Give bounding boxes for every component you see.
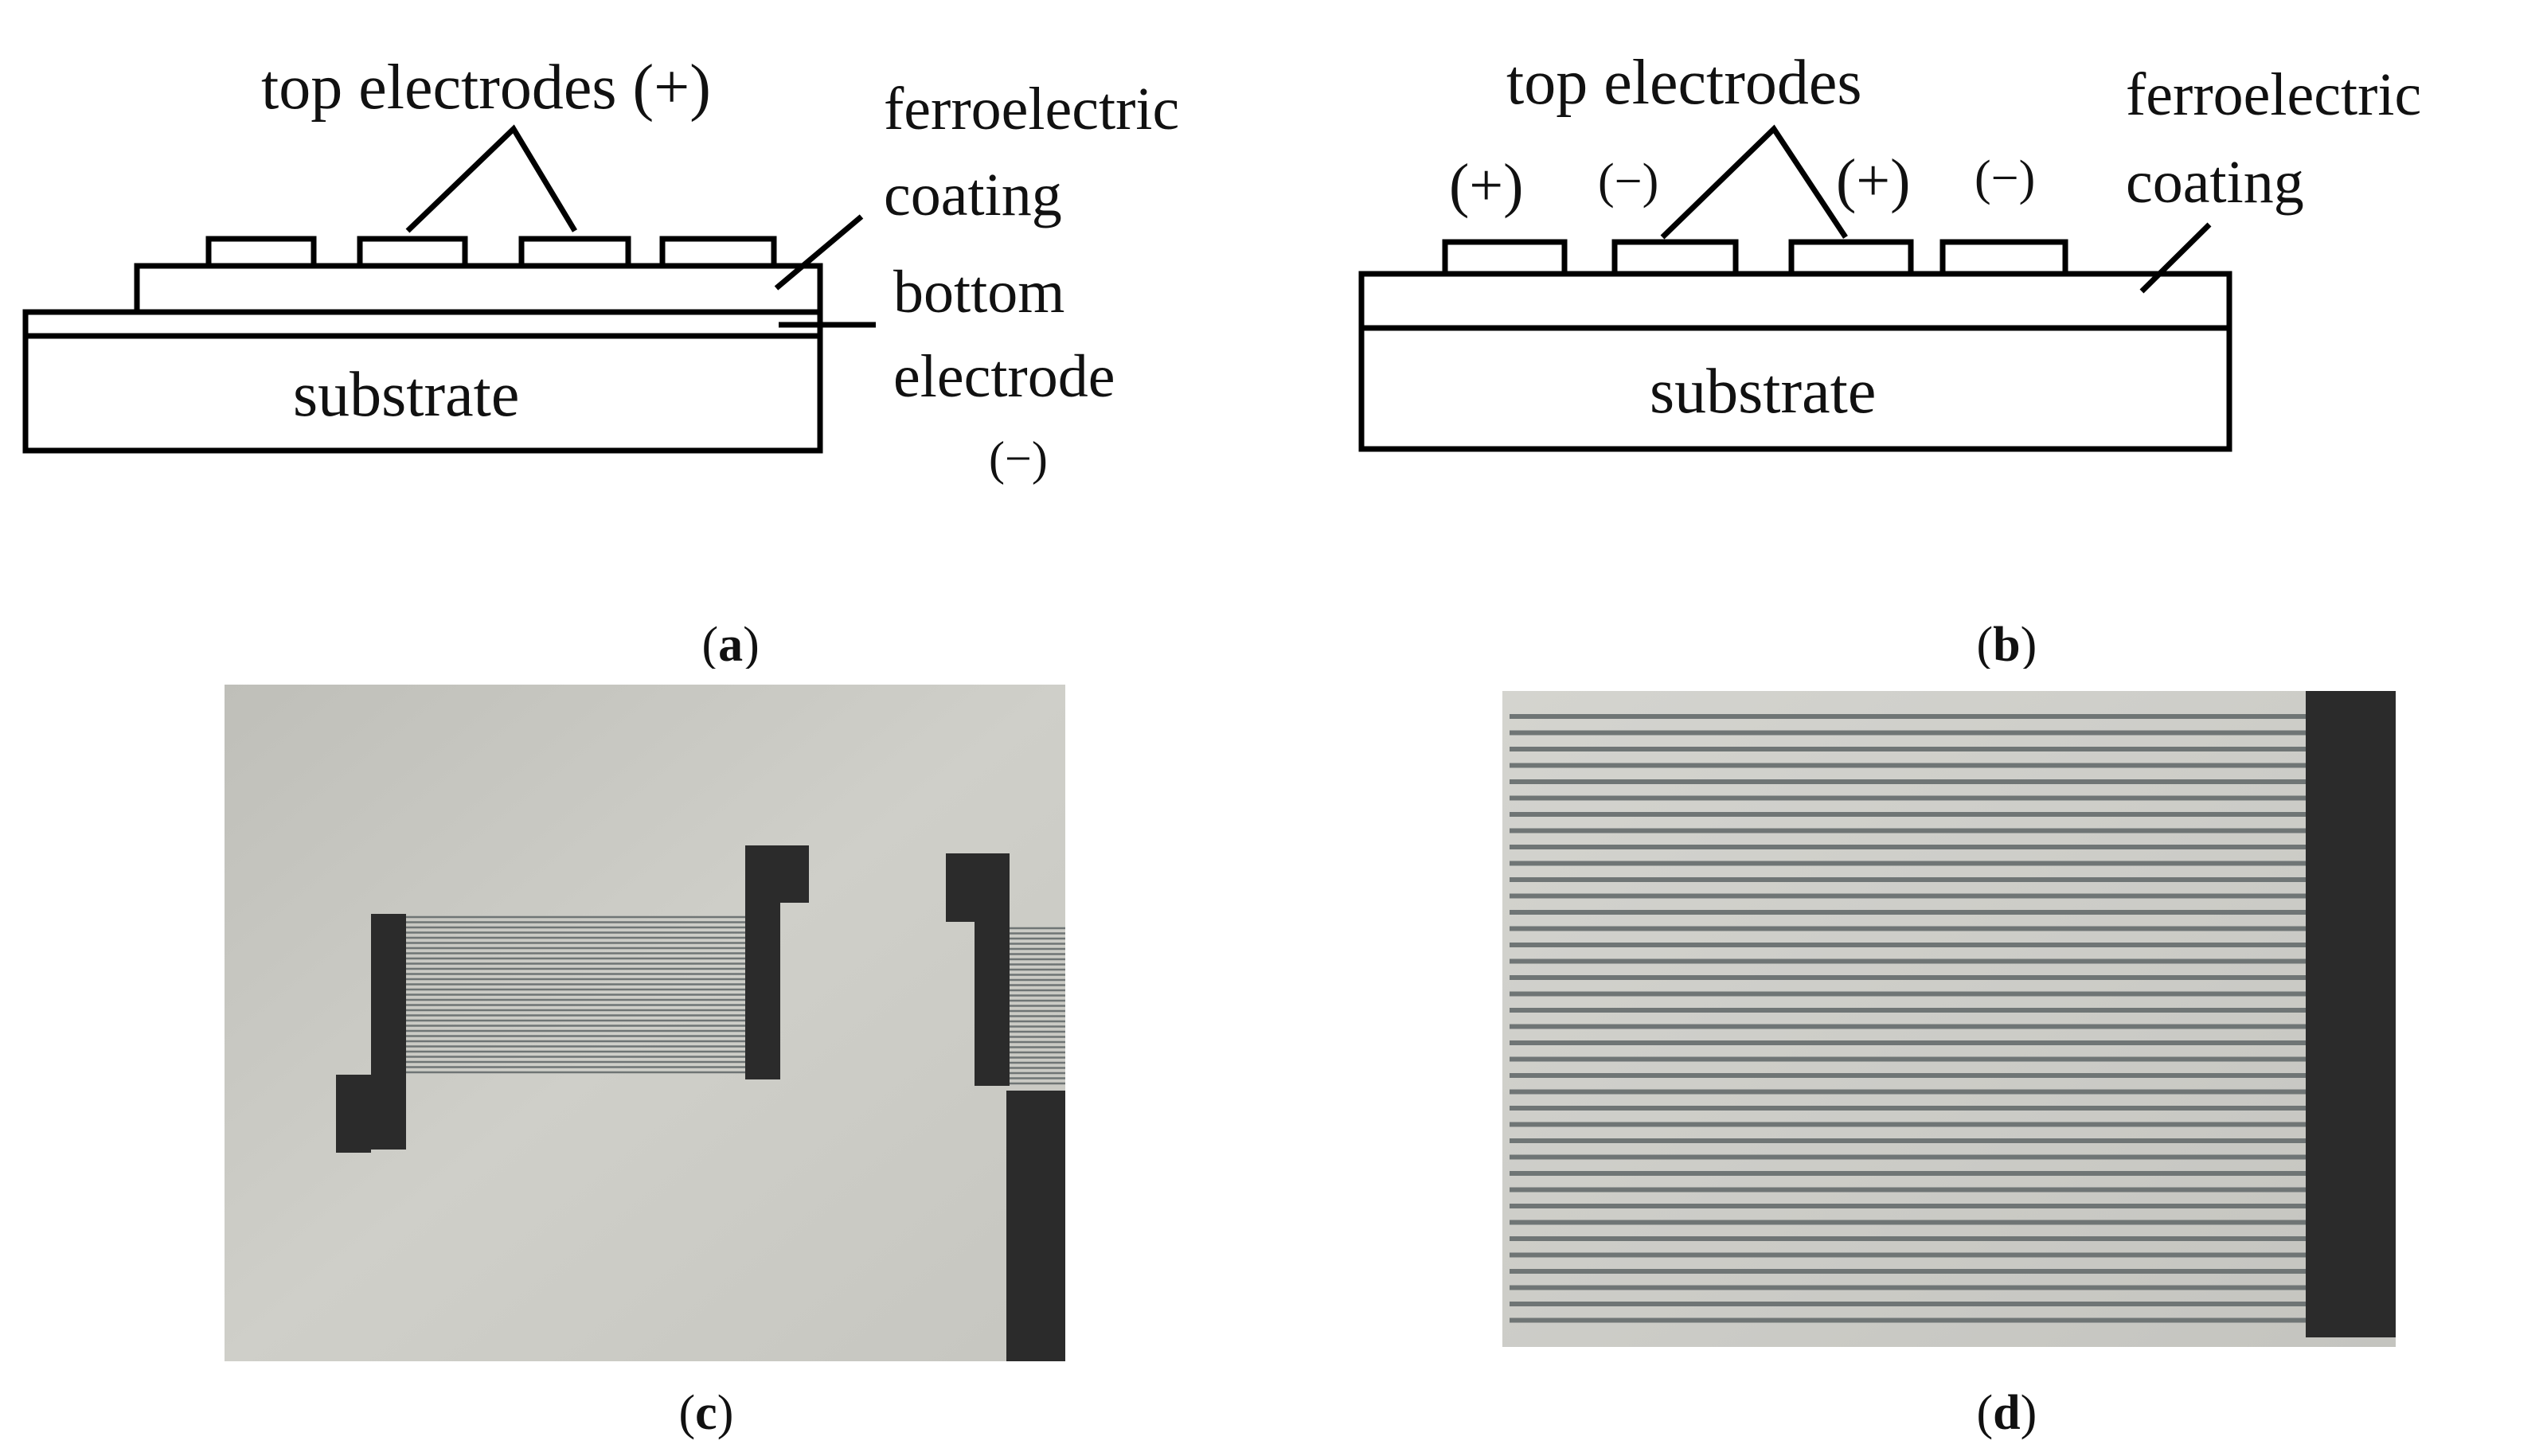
- electrode-pad-left: [336, 914, 406, 1153]
- top-electrode-1: [205, 236, 317, 269]
- top-electrode-2: [357, 236, 468, 269]
- micrograph-d: (d): [1502, 691, 2396, 1440]
- electrode-bus-bar: [2306, 691, 2396, 1337]
- photo-background: [225, 685, 1065, 1361]
- label-sign-2-b: (−): [1598, 154, 1658, 209]
- photo-background: [1502, 691, 2396, 1347]
- top-electrodes-pointer: [405, 124, 577, 233]
- micrograph-c: (c): [225, 685, 1065, 1440]
- schematic-b: top electrodes (+) (−) (+) (−) ferroelec…: [1358, 48, 2421, 669]
- caption-d: (d): [1915, 1386, 2074, 1440]
- label-sign-1-b: (+): [1449, 152, 1523, 219]
- label-sign-4-b: (−): [1975, 151, 2035, 205]
- schematic-a: top electrodes (+) ferroelectric coating…: [22, 53, 1179, 669]
- label-ferroelectric-b: ferroelectric: [2126, 61, 2421, 128]
- bottom-electrode-layer: [22, 309, 823, 339]
- label-bottom-sign-a: (−): [989, 432, 1048, 485]
- label-top-electrodes-a: top electrodes (+): [261, 53, 711, 123]
- label-sign-3-b: (+): [1836, 147, 1910, 214]
- caption-b: (b): [1915, 618, 2074, 669]
- label-electrode-a: electrode: [893, 343, 1115, 410]
- bottom-pad-block: [1006, 1091, 1065, 1361]
- label-top-electrodes-b: top electrodes: [1506, 48, 1861, 118]
- electrode-pad-far: [946, 853, 1010, 1086]
- top-electrodes-pointer: [1660, 124, 1848, 240]
- ferroelectric-coating-layer: [134, 263, 823, 315]
- electrode-pad-right: [745, 845, 809, 1079]
- caption-c: (c): [617, 1386, 771, 1440]
- top-electrode-2: [1611, 239, 1739, 277]
- interdigitated-fingers-c: [406, 915, 745, 1074]
- top-electrode-3: [1788, 239, 1914, 277]
- label-ferroelectric-a: ferroelectric: [884, 76, 1179, 142]
- ferroelectric-pointer: [2139, 222, 2212, 294]
- label-coating-b: coating: [2126, 149, 2304, 216]
- interdigitated-fingers-d: [1510, 714, 2309, 1323]
- top-electrode-4: [1939, 239, 2068, 277]
- caption-a: (a): [640, 618, 796, 669]
- ferroelectric-pointer: [774, 214, 864, 291]
- label-substrate-a: substrate: [293, 360, 519, 430]
- top-electrode-4: [659, 236, 777, 269]
- label-substrate-b: substrate: [1650, 357, 1876, 427]
- ferroelectric-coating-layer: [1358, 271, 2232, 331]
- top-electrode-3: [518, 236, 631, 269]
- label-coating-a: coating: [884, 162, 1062, 228]
- top-electrode-1: [1442, 239, 1568, 277]
- interdigitated-fingers-c2: [1010, 927, 1065, 1085]
- label-bottom-a: bottom: [893, 259, 1064, 326]
